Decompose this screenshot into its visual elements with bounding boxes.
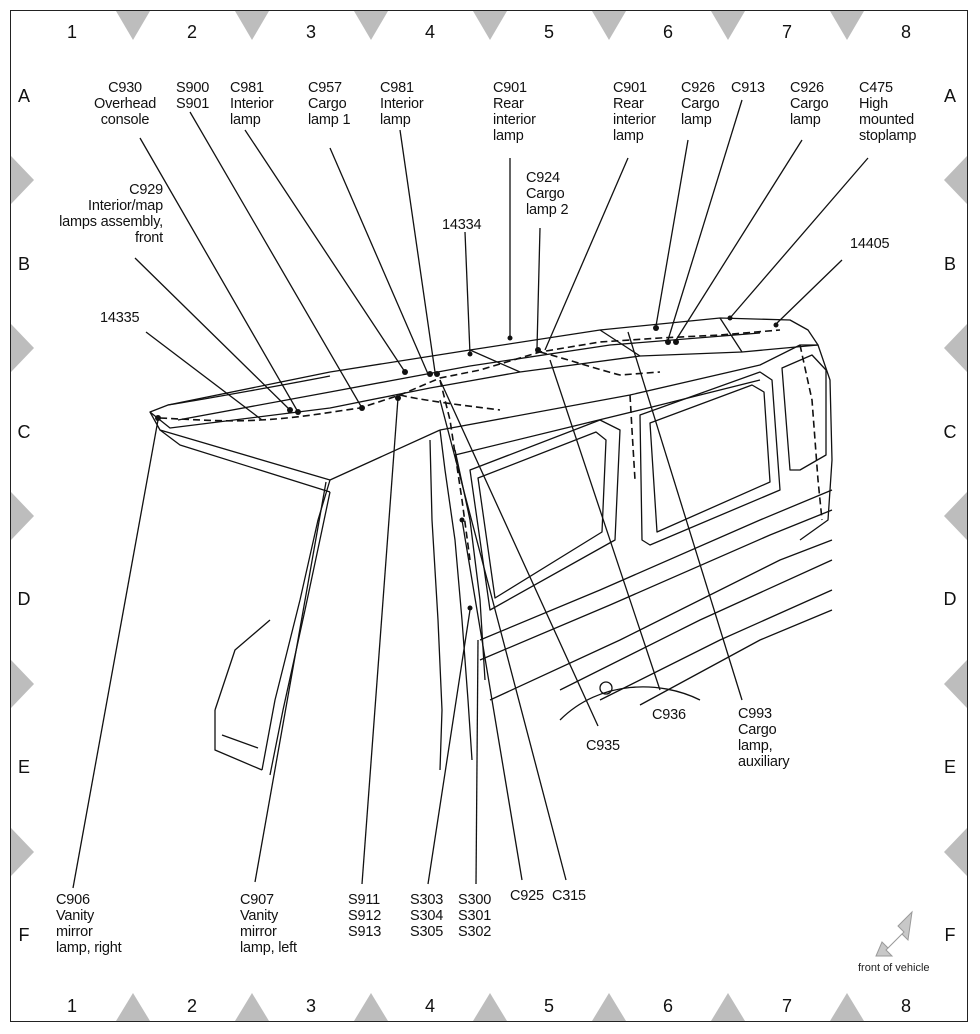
callout-c930: C930 Overhead console xyxy=(94,80,157,128)
grid-row-c-right: C xyxy=(943,422,957,442)
grid-col-5-top: 5 xyxy=(543,22,554,42)
callout-14335: 14335 xyxy=(100,310,140,326)
grid-col-6-top: 6 xyxy=(662,22,673,42)
grid-marker-left-3 xyxy=(11,492,34,540)
callout-c906: C906 Vanity mirror lamp, right xyxy=(56,892,122,956)
callout-s303: S303 S304 S305 xyxy=(410,892,444,940)
grid-col-6-bottom: 6 xyxy=(662,996,673,1016)
grid-marker-bottom-2 xyxy=(235,993,269,1021)
grid-marker-bottom-4 xyxy=(473,993,507,1021)
callout-c981-b: C981 Interior lamp xyxy=(380,80,424,128)
grid-marker-top-3 xyxy=(354,11,388,40)
callout-c935: C935 xyxy=(586,738,620,754)
harness-routing xyxy=(159,329,823,561)
callout-14405: 14405 xyxy=(850,236,890,252)
callout-c913: C913 xyxy=(731,80,765,96)
grid-col-1-bottom: 1 xyxy=(66,996,77,1016)
grid-row-b-right: B xyxy=(943,254,956,274)
callout-c981-a: C981 Interior lamp xyxy=(230,80,274,128)
callout-s300: S300 S301 S302 xyxy=(458,892,492,940)
callout-c929: C929 Interior/map lamps assembly, front xyxy=(59,182,163,246)
grid-marker-right-4 xyxy=(944,660,967,708)
grid-row-a-right: A xyxy=(943,86,956,106)
grid-col-2-bottom: 2 xyxy=(186,996,197,1016)
front-of-vehicle-arrow xyxy=(875,910,913,957)
callout-14334: 14334 xyxy=(442,217,482,233)
grid-marker-top-5 xyxy=(592,11,626,40)
grid-marker-bottom-7 xyxy=(830,993,864,1021)
grid-marker-right-3 xyxy=(944,492,967,540)
grid-row-e-left: E xyxy=(17,757,30,777)
grid-col-3-top: 3 xyxy=(305,22,316,42)
grid-marker-top-2 xyxy=(235,11,269,40)
callout-c924: C924 Cargo lamp 2 xyxy=(526,170,569,218)
grid-marker-left-2 xyxy=(11,324,34,372)
grid-col-7-bottom: 7 xyxy=(781,996,792,1016)
diagram-frame xyxy=(10,10,968,1022)
callout-c936: C936 xyxy=(652,707,686,723)
grid-marker-right-1 xyxy=(944,156,967,204)
grid-row-d-right: D xyxy=(943,589,957,609)
grid-col-5-bottom: 5 xyxy=(543,996,554,1016)
front-of-vehicle-label: front of vehicle xyxy=(858,962,930,974)
callout-s900: S900 S901 xyxy=(176,80,210,112)
grid-row-d-left: D xyxy=(17,589,31,609)
connector-points xyxy=(155,315,779,611)
grid-col-4-top: 4 xyxy=(424,22,435,42)
grid-marker-left-4 xyxy=(11,660,34,708)
grid-marker-bottom-1 xyxy=(116,993,150,1021)
callout-c901-a: C901 Rear interior lamp xyxy=(493,80,536,144)
grid-row-a-left: A xyxy=(17,86,30,106)
grid-marker-bottom-6 xyxy=(711,993,745,1021)
callout-c925: C925 xyxy=(510,888,544,904)
grid-marker-bottom-3 xyxy=(354,993,388,1021)
callout-c926-b: C926 Cargo lamp xyxy=(790,80,829,128)
grid-marker-top-1 xyxy=(116,11,150,40)
grid-col-8-top: 8 xyxy=(900,22,911,42)
callout-c901-b: C901 Rear interior lamp xyxy=(613,80,656,144)
grid-row-e-right: E xyxy=(943,757,956,777)
van-body xyxy=(149,317,833,776)
grid-row-f-right: F xyxy=(944,925,956,945)
callout-c315: C315 xyxy=(552,888,586,904)
callout-c926-a: C926 Cargo lamp xyxy=(681,80,720,128)
callout-c907: C907 Vanity mirror lamp, left xyxy=(240,892,297,956)
grid-col-8-bottom: 8 xyxy=(900,996,911,1016)
grid-row-b-left: B xyxy=(17,254,30,274)
callout-c993: C993 Cargo lamp, auxiliary xyxy=(738,706,790,770)
grid-row-f-left: F xyxy=(18,925,30,945)
callout-s911: S911 S912 S913 xyxy=(348,892,382,940)
grid-col-1-top: 1 xyxy=(66,22,77,42)
grid-marker-top-6 xyxy=(711,11,745,40)
grid-col-3-bottom: 3 xyxy=(305,996,316,1016)
grid-marker-top-4 xyxy=(473,11,507,40)
grid-marker-right-2 xyxy=(944,324,967,372)
grid-row-c-left: C xyxy=(17,422,31,442)
grid-marker-left-1 xyxy=(11,156,34,204)
grid-marker-top-7 xyxy=(830,11,864,40)
grid-col-2-top: 2 xyxy=(186,22,197,42)
callout-c957: C957 Cargo lamp 1 xyxy=(308,80,351,128)
grid-marker-left-5 xyxy=(11,828,34,876)
callout-c475: C475 High mounted stoplamp xyxy=(859,80,917,144)
grid-markers xyxy=(11,11,967,1021)
grid-marker-right-5 xyxy=(944,828,967,876)
grid-marker-bottom-5 xyxy=(592,993,626,1021)
leader-lines xyxy=(72,99,869,889)
grid-col-4-bottom: 4 xyxy=(424,996,435,1016)
grid-col-7-top: 7 xyxy=(781,22,792,42)
